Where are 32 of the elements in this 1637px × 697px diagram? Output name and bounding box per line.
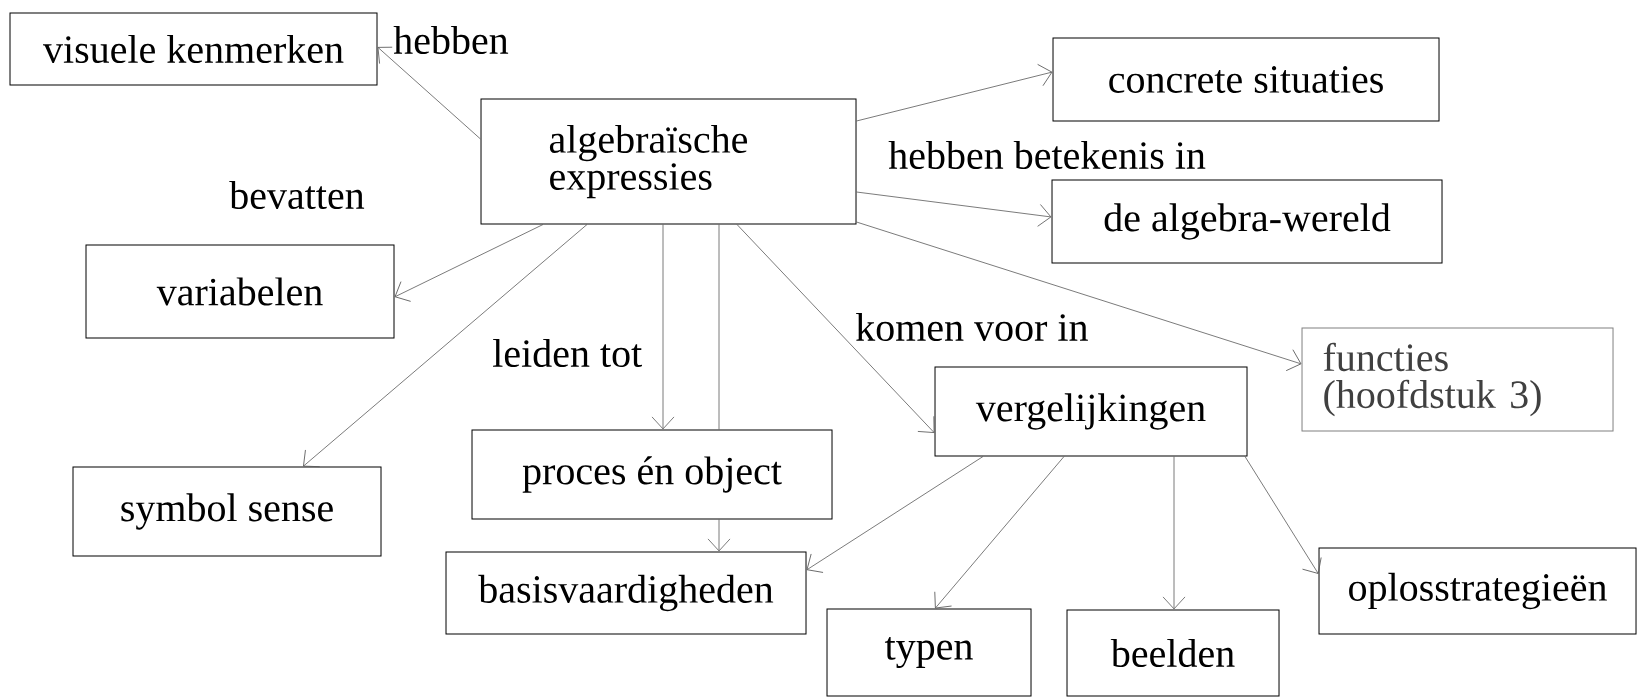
concept-box: beelden xyxy=(1066,609,1280,697)
arrow xyxy=(856,64,1053,122)
concept-box: basisvaardigheden xyxy=(445,551,807,635)
concept-box: proces én object xyxy=(471,429,833,520)
arrow xyxy=(736,224,935,433)
concept-box: concrete situaties xyxy=(1052,37,1440,122)
edge-label: hebben xyxy=(392,24,510,56)
concept-box: algebraïsche expressies xyxy=(480,98,857,225)
edge-label: leiden tot xyxy=(491,337,644,369)
arrow xyxy=(856,221,1302,372)
edge-label: komen voor in xyxy=(854,311,1090,343)
arrow xyxy=(1244,456,1322,574)
concept-box: typen xyxy=(826,608,1032,697)
arrow xyxy=(651,224,675,430)
edge-label: bevatten xyxy=(228,179,366,211)
arrow xyxy=(303,224,588,468)
arrow xyxy=(707,519,731,552)
concept-box: visuele kenmerken xyxy=(9,12,378,86)
arrow xyxy=(377,46,481,140)
arrow xyxy=(806,456,984,573)
concept-box: functies (hoofdstuk 3) xyxy=(1301,327,1614,432)
concept-box: de algebra-wereld xyxy=(1051,179,1443,264)
concept-box: variabelen xyxy=(85,244,395,339)
concept-box: oplosstrategieën xyxy=(1318,547,1637,635)
arrow xyxy=(856,191,1052,227)
connector-line xyxy=(718,224,720,430)
concept-box: vergelijkingen xyxy=(934,366,1248,457)
edge-label: hebben betekenis in xyxy=(887,139,1207,171)
arrow xyxy=(394,224,544,302)
arrow xyxy=(1162,456,1186,610)
concept-box: symbol sense xyxy=(72,466,382,557)
arrow xyxy=(934,456,1065,609)
